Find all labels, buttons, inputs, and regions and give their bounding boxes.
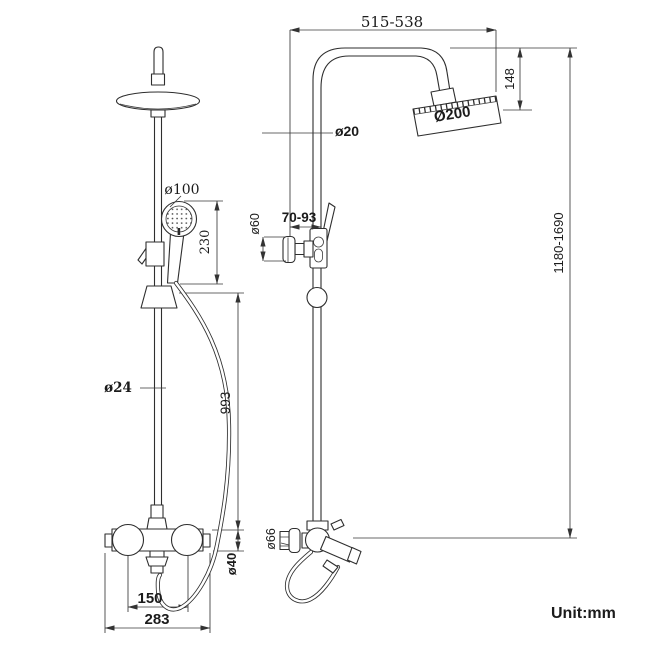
- diverter-bell: [145, 556, 169, 567]
- spout-end-cap: [346, 546, 362, 565]
- label-top-width: 515-538: [361, 13, 423, 31]
- riser-pipe: [153, 109, 163, 530]
- bracket-arm-base: [303, 240, 314, 258]
- label-hand-shower-diameter: ø100: [164, 182, 199, 198]
- label-wall-bracket-diameter: ø60: [248, 213, 262, 235]
- label-wall-clearance: 70-93: [282, 210, 317, 225]
- valve-end-disc: [288, 527, 301, 554]
- mixer-left-handle: [111, 523, 145, 557]
- tub-spout: [319, 535, 356, 563]
- label-inlet-centres: 150: [137, 590, 162, 607]
- rail-clamp: [140, 285, 178, 309]
- dimension-labels: 515-538 148 ø20 Ø200 ø100 230 70-93 ø60 …: [104, 13, 616, 628]
- label-rain-head-diameter: Ø200: [433, 103, 472, 126]
- gooseneck-outer: [312, 47, 451, 230]
- label-riser-diameter: ø24: [104, 380, 132, 396]
- rain-head-rim: [119, 103, 197, 110]
- side-view: [279, 47, 502, 565]
- hex-facets: [280, 536, 289, 547]
- ball-joint: [306, 286, 328, 309]
- diverter-outlet: [150, 565, 164, 574]
- label-valve-body-diameter: ø40: [224, 553, 239, 575]
- wall-bracket-flange: [282, 235, 296, 264]
- label-valve-width: 283: [144, 611, 169, 628]
- riser-top-cap: [153, 46, 164, 75]
- gooseneck-inner: [320, 55, 441, 230]
- diverter-knob-side: [330, 518, 345, 531]
- rain-head-collar: [150, 73, 166, 86]
- mixer-left-inlet: [104, 533, 113, 548]
- riser-base-connector: [150, 504, 164, 519]
- front-view: [104, 46, 211, 574]
- label-pipe-diameter: ø20: [335, 123, 359, 139]
- label-hand-shower-length: 230: [198, 230, 213, 255]
- rain-head-hub: [150, 109, 166, 118]
- hand-shower-hose: [156, 281, 231, 611]
- diverter-neck: [149, 550, 165, 558]
- side-hose-loop: [285, 550, 340, 603]
- valve-hex-nut: [279, 530, 290, 551]
- mixer-right-inlet: [202, 533, 211, 548]
- spray-face-edge: [413, 101, 497, 115]
- label-head-drop: 148: [502, 68, 517, 90]
- label-overall-height: 1180-1690: [551, 212, 566, 273]
- mixer-right-handle: [170, 523, 204, 557]
- hand-shower-face-mark: [177, 228, 181, 235]
- bracket-arm: [294, 242, 305, 256]
- dimension-lines: [104, 27, 577, 633]
- label-valve-end-diameter: ø66: [264, 528, 278, 550]
- riser-base-flange: [146, 517, 168, 530]
- unit-label: Unit:mm: [551, 605, 616, 622]
- rain-head-disc: [115, 91, 201, 111]
- riser-pipe-side: [312, 267, 322, 522]
- shower-hoses: [155, 280, 341, 612]
- slider-slot: [314, 248, 323, 263]
- label-riser-length: 993: [218, 392, 233, 415]
- hand-shower-holder: [145, 241, 165, 267]
- hose-end-fitting: [322, 559, 339, 574]
